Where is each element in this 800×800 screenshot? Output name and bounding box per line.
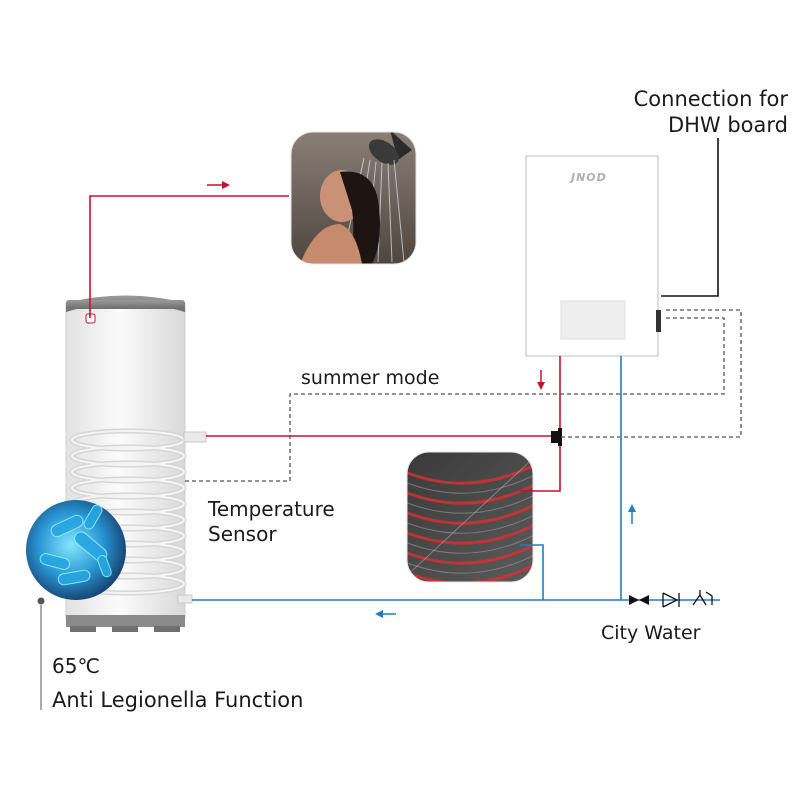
dhw-connection-label-line2: DHW board [667,113,788,137]
dhw-connection-label: Connection for DHW board [634,86,788,138]
dhw-connection-label-line1: Connection for [633,87,788,111]
tank-foot [70,626,96,632]
legionella-bacteria-image [26,500,126,600]
hot-water-lines [89,195,561,492]
temperature-sensor-label-line2: Sensor [208,522,277,546]
electric-boiler [525,155,661,357]
flow-arrow-left [375,610,396,618]
flow-arrow-right [207,181,230,189]
shower-photo [291,132,416,264]
check-valve-icon [662,592,680,608]
cold-line-floor-return [520,544,544,600]
summer-mode-label: summer mode [301,367,440,389]
floor-heating-photo [407,452,533,582]
flow-arrow-down [537,370,545,390]
temperature-65-label: 65℃ [52,654,100,678]
coil-outlet-pipe [177,594,193,604]
pressure-valve-icon [692,590,713,606]
summer-mode-wiring [185,309,742,482]
flow-arrow-up [628,504,636,524]
tank-base [66,615,185,627]
boiler-brand-logo: JNOD [571,171,607,184]
shutoff-valve-icon [629,595,649,605]
boiler-side-connector [656,310,661,332]
hot-line-boiler-down [520,356,561,492]
tank-lid [66,295,185,312]
anti-legionella-label: Anti Legionella Function [52,688,304,712]
dhw-board-wire [661,138,719,297]
temperature-sensor-dot [37,597,45,605]
tank-foot [112,626,138,632]
coil-inlet-pipe [183,431,207,443]
city-water-label: City Water [601,622,701,644]
tank-lid-band [66,300,185,309]
three-way-valve [551,428,562,446]
hot-line-to-shower [89,195,289,318]
boiler-display [560,300,626,340]
temperature-sensor-label-line1: Temperature [208,497,335,521]
tank-foot [154,626,180,632]
temperature-sensor-label: Temperature Sensor [208,497,335,547]
